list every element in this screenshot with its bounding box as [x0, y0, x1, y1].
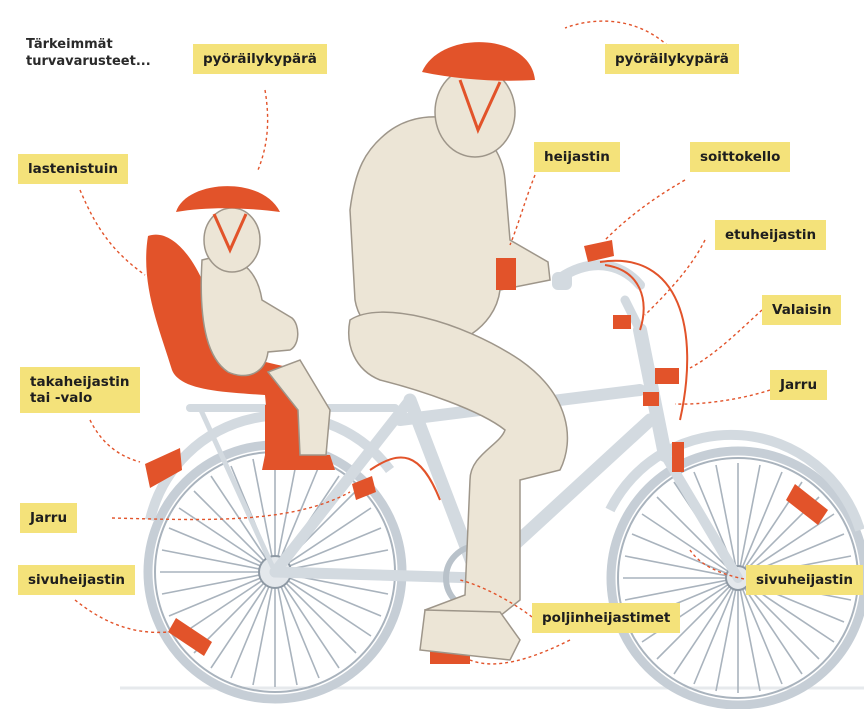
label-rear-reflector: takaheijastin tai -valo	[20, 367, 140, 413]
label-child-seat: lastenistuin	[18, 154, 128, 184]
label-bell: soittokello	[690, 142, 790, 172]
label-adult-helmet: pyöräilykypärä	[605, 44, 739, 74]
label-rear-side-reflector: sivuheijastin	[18, 565, 135, 595]
label-front-side-reflector: sivuheijastin	[746, 565, 863, 595]
page-title: Tärkeimmät turvavarusteet...	[26, 36, 151, 70]
handlebar-grip	[552, 272, 572, 290]
lamp-mark	[655, 368, 679, 384]
label-rear-brake: Jarru	[20, 503, 77, 533]
label-light: Valaisin	[762, 295, 841, 325]
fork-reflector-mark	[672, 442, 684, 472]
front-side-reflector-mark	[786, 484, 828, 525]
label-child-helmet: pyöräilykypärä	[193, 44, 327, 74]
front-reflector-mark	[613, 315, 631, 329]
front-brake-mark	[643, 392, 659, 406]
label-front-reflector: etuheijastin	[715, 220, 826, 250]
label-reflector: heijastin	[534, 142, 620, 172]
label-pedal-reflectors: poljinheijastimet	[532, 603, 680, 633]
label-front-brake: Jarru	[770, 370, 827, 400]
arm-reflector	[496, 258, 516, 290]
bell-mark	[584, 240, 614, 262]
